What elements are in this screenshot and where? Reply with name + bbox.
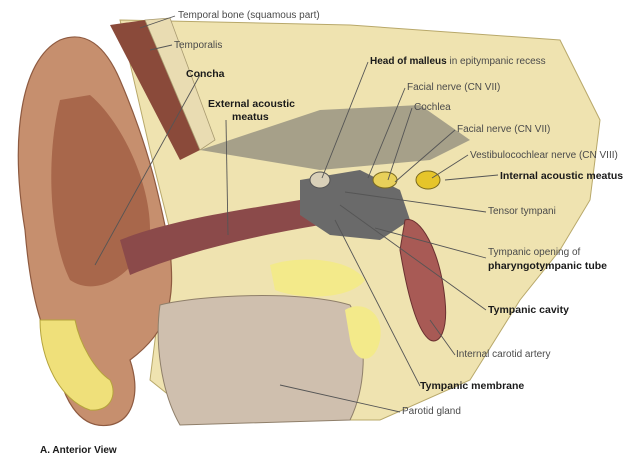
label-facial-nerve-2: Facial nerve (CN VII)	[457, 124, 550, 136]
label-parotid-gland: Parotid gland	[402, 406, 461, 418]
label-cochlea: Cochlea	[414, 102, 451, 114]
label-head-of-malleus-bold: Head of malleus	[370, 56, 447, 67]
label-tympanic-cavity: Tympanic cavity	[488, 304, 569, 316]
label-head-of-malleus-rest: in epitympanic recess	[447, 56, 546, 67]
label-vestibulocochlear-nerve: Vestibulocochlear nerve (CN VIII)	[470, 150, 618, 162]
label-tympanic-membrane: Tympanic membrane	[420, 380, 524, 392]
label-temporalis: Temporalis	[174, 40, 222, 52]
nerve-bundle	[416, 171, 440, 189]
label-head-of-malleus: Head of malleus in epitympanic recess	[370, 56, 546, 68]
label-tympanic-opening: Tympanic opening of	[488, 247, 580, 259]
parotid-gland	[158, 296, 363, 425]
label-concha: Concha	[186, 68, 225, 80]
label-external-acoustic-meatus-1: External acoustic	[208, 98, 295, 110]
label-internal-acoustic-meatus: Internal acoustic meatus	[500, 170, 623, 182]
label-tensor-tympani: Tensor tympani	[488, 206, 556, 218]
label-internal-carotid-artery: Internal carotid artery	[456, 349, 551, 361]
cochlea-shape	[373, 172, 397, 188]
figure-caption: A. Anterior View	[40, 445, 117, 456]
label-pharyngotympanic-tube: pharyngotympanic tube	[488, 260, 607, 272]
ossicle	[310, 172, 330, 188]
label-temporal-bone: Temporal bone (squamous part)	[178, 10, 320, 22]
label-external-acoustic-meatus-2: meatus	[232, 111, 269, 123]
label-facial-nerve-1: Facial nerve (CN VII)	[407, 82, 500, 94]
